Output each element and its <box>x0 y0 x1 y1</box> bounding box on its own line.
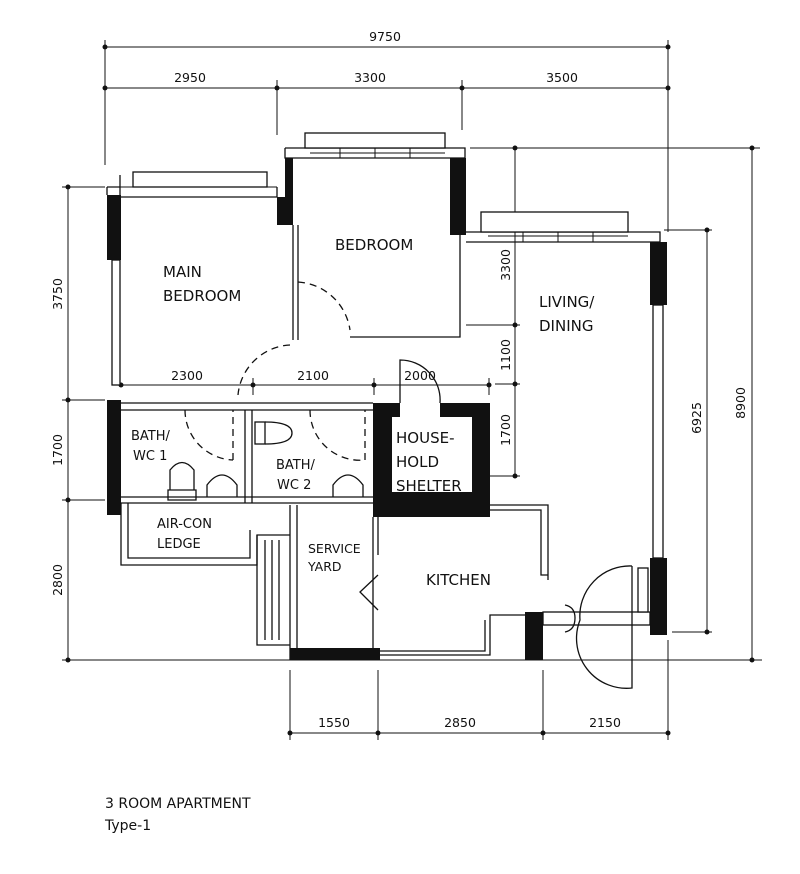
dim-top: 3300 <box>354 70 386 85</box>
dim-bottom: 2150 <box>589 715 621 730</box>
dim-left: 1700 <box>50 434 65 466</box>
room-labels: MAIN BEDROOM BEDROOM LIVING/ DINING BATH… <box>131 236 595 589</box>
bath-wc2-label: WC 2 <box>277 478 311 493</box>
living-dining-label: LIVING/ <box>539 293 595 311</box>
dimension-labels: 9750 2950 3300 3500 2300 2100 2000 1550 … <box>50 29 748 730</box>
aircon-ledge-label: AIR-CON <box>157 517 212 532</box>
bedroom-label: BEDROOM <box>335 236 413 254</box>
dim-inner-vertical: 3300 <box>498 249 513 281</box>
dim-top: 3500 <box>546 70 578 85</box>
shelter-label: HOLD <box>396 453 439 471</box>
plan-title: 3 ROOM APARTMENT <box>105 796 251 812</box>
dim-inner-horizontal: 2300 <box>171 368 203 383</box>
dim-left: 3750 <box>50 278 65 310</box>
bath-wc1-label: BATH/ <box>131 429 171 444</box>
service-yard-label: YARD <box>307 559 342 574</box>
main-bedroom-label: BEDROOM <box>163 287 241 305</box>
kitchen-label: KITCHEN <box>426 571 491 589</box>
bath-wc1-label: WC 1 <box>133 449 167 464</box>
dim-top: 2950 <box>174 70 206 85</box>
dim-inner-horizontal: 2100 <box>297 368 329 383</box>
main-bedroom-label: MAIN <box>163 263 202 281</box>
plan-subtitle: Type-1 <box>104 818 151 834</box>
service-yard-label: SERVICE <box>308 541 361 556</box>
living-dining-label: DINING <box>539 317 593 335</box>
shelter-label: HOUSE- <box>396 429 454 447</box>
bath-wc2-label: BATH/ <box>276 458 316 473</box>
dim-right-overall: 8900 <box>733 387 748 419</box>
dim-inner-vertical: 1700 <box>498 414 513 446</box>
dim-right-inner: 6925 <box>689 402 704 434</box>
dim-inner-horizontal: 2000 <box>404 368 436 383</box>
dim-bottom: 1550 <box>318 715 350 730</box>
dim-bottom: 2850 <box>444 715 476 730</box>
dimension-lines <box>62 40 762 740</box>
dim-left: 2800 <box>50 564 65 596</box>
dim-inner-vertical: 1100 <box>498 339 513 371</box>
walls <box>106 132 667 689</box>
shelter-label: SHELTER <box>396 477 462 495</box>
dim-overall-width: 9750 <box>369 29 401 44</box>
aircon-ledge-label: LEDGE <box>157 537 201 552</box>
